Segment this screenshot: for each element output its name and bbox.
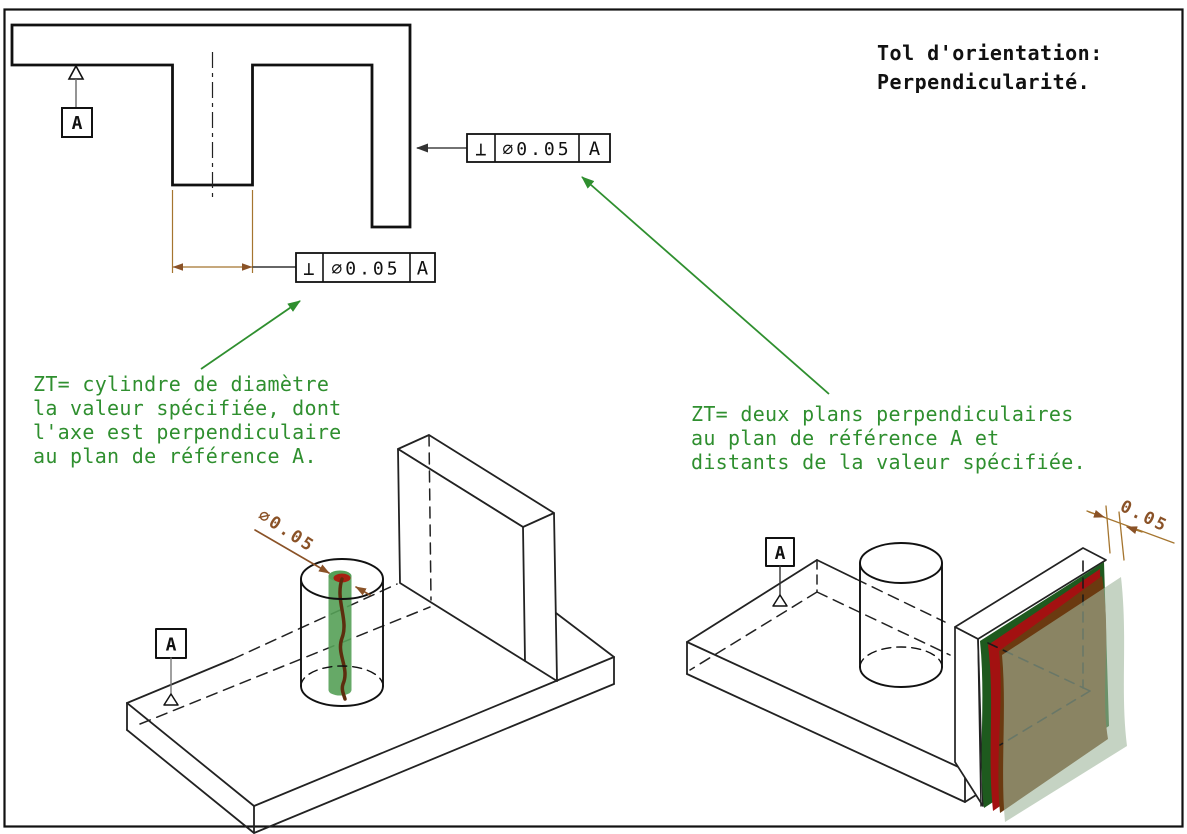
plate-near-strip [954, 626, 984, 807]
base-bottom-front-edge [686, 673, 966, 803]
tolerance-zone-cylinder [328, 570, 352, 701]
annotation-right-line-3: distants de la valeur spécifiée. [691, 450, 1086, 474]
perpendicularity-symbol-2: ⊥ [475, 139, 486, 161]
base-top-front-edge [686, 641, 966, 771]
annotation-text-right: ZT= deux plans perpendiculaires au plan … [691, 402, 1086, 474]
annotation-left-line-4: au plan de référence A. [33, 444, 317, 468]
upright-plate-right [954, 547, 1107, 807]
iso-view-left: ⌀0.05 A [126, 434, 615, 834]
title-line-2: Perpendicularité. [877, 70, 1090, 94]
cylinder-bottom-front-arc [300, 685, 384, 707]
datum-triangle-left-iso [163, 693, 179, 706]
width-arrow-2 [1126, 526, 1143, 534]
base-back-edge-hidden-cylinder [855, 578, 946, 623]
feature-control-frame-1: ⊥ ⌀0.05 A [252, 252, 436, 283]
annotation-right-line-1: ZT= deux plans perpendiculaires [691, 402, 1074, 426]
page-title: Tol d'orientation: Perpendicularité. [877, 41, 1103, 94]
actual-axis-wavy-line [338, 577, 347, 701]
plate-right-edge [553, 512, 558, 682]
base-bottom-front-edges [126, 683, 615, 834]
cylinder-bottom-back-arc-hidden [300, 665, 384, 687]
annotation-arrow-left [200, 300, 301, 370]
iso-view-right: 0.05 A [686, 497, 1175, 822]
datum-triangle-right-iso [772, 594, 788, 607]
fcf2-frame [466, 133, 611, 163]
datum-reference-2: A [589, 138, 601, 160]
zone-diameter-leader-2 [355, 586, 371, 596]
upright-plate-left [397, 434, 558, 682]
datum-label-2d: A [72, 113, 83, 134]
fcf1-frame [295, 252, 436, 283]
pin-dimension [171, 190, 254, 273]
view-2d: A ⊥ ⌀0.05 A ⊥ ⌀0.05 A [10, 23, 611, 283]
plate-face-near-edge [977, 638, 982, 807]
annotation-left-line-2: la valeur spécifiée, dont [33, 396, 342, 420]
cylinder-bottom-front-arc-r [859, 666, 943, 688]
zone-plane-2-pale-green [1002, 577, 1127, 822]
title-line-1: Tol d'orientation: [877, 41, 1103, 65]
feature-control-frame-2: ⊥ ⌀0.05 A [416, 133, 611, 163]
annotation-arrow-right [581, 176, 830, 395]
base-bottom-back-right-hidden [816, 591, 951, 656]
annotation-left-line-1: ZT= cylindre de diamètre [33, 372, 329, 396]
width-ext-line-2 [1118, 511, 1125, 561]
datum-reference-1: A [417, 258, 429, 280]
datum-frame-2d [61, 107, 93, 138]
annotation-right-line-2: au plan de référence A et [691, 426, 1000, 450]
perpendicularity-symbol-1: ⊥ [303, 258, 314, 280]
base-top-back-right-edge [816, 559, 857, 580]
datum-label-right-iso: A [775, 543, 786, 564]
base-top-right-back-edge [555, 612, 615, 658]
boss-cylinder-left [300, 558, 384, 707]
boss-cylinder-right [859, 542, 943, 688]
base-bottom-back-edge-hidden [139, 606, 431, 725]
datum-frame-left-iso [155, 628, 187, 659]
base-top-back-left-edge [686, 559, 818, 643]
dim-arrow-left [172, 263, 183, 271]
base-top-back-edge-hidden [232, 583, 398, 660]
base-plate-left [126, 583, 615, 834]
datum-flag-right-iso: A [765, 537, 795, 607]
plate-hidden-edge [428, 434, 432, 601]
width-arrow-1 [1088, 510, 1105, 518]
datum-flag-left-iso: A [155, 628, 187, 706]
base-bottom-back-left-hidden [689, 591, 818, 671]
dim-arrow-right [242, 263, 253, 271]
width-ext-line-1 [1105, 505, 1111, 554]
cylinder-bottom-back-arc-hidden-r [859, 646, 943, 668]
datum-label-left-iso: A [166, 635, 177, 656]
tolerance-value-2: ⌀0.05 [502, 139, 571, 160]
base-top-back-edge [126, 658, 234, 704]
zone-diameter-leader [254, 529, 330, 574]
tolerance-zone-planes [980, 560, 1127, 822]
part-outline-2d [10, 23, 412, 229]
plate-bottom-right-edge [524, 660, 558, 682]
annotation-left-line-3: l'axe est perpendiculaire [33, 420, 342, 444]
annotation-text-left: ZT= cylindre de diamètre la valeur spéci… [33, 372, 342, 468]
tolerance-value-1: ⌀0.05 [331, 259, 400, 280]
